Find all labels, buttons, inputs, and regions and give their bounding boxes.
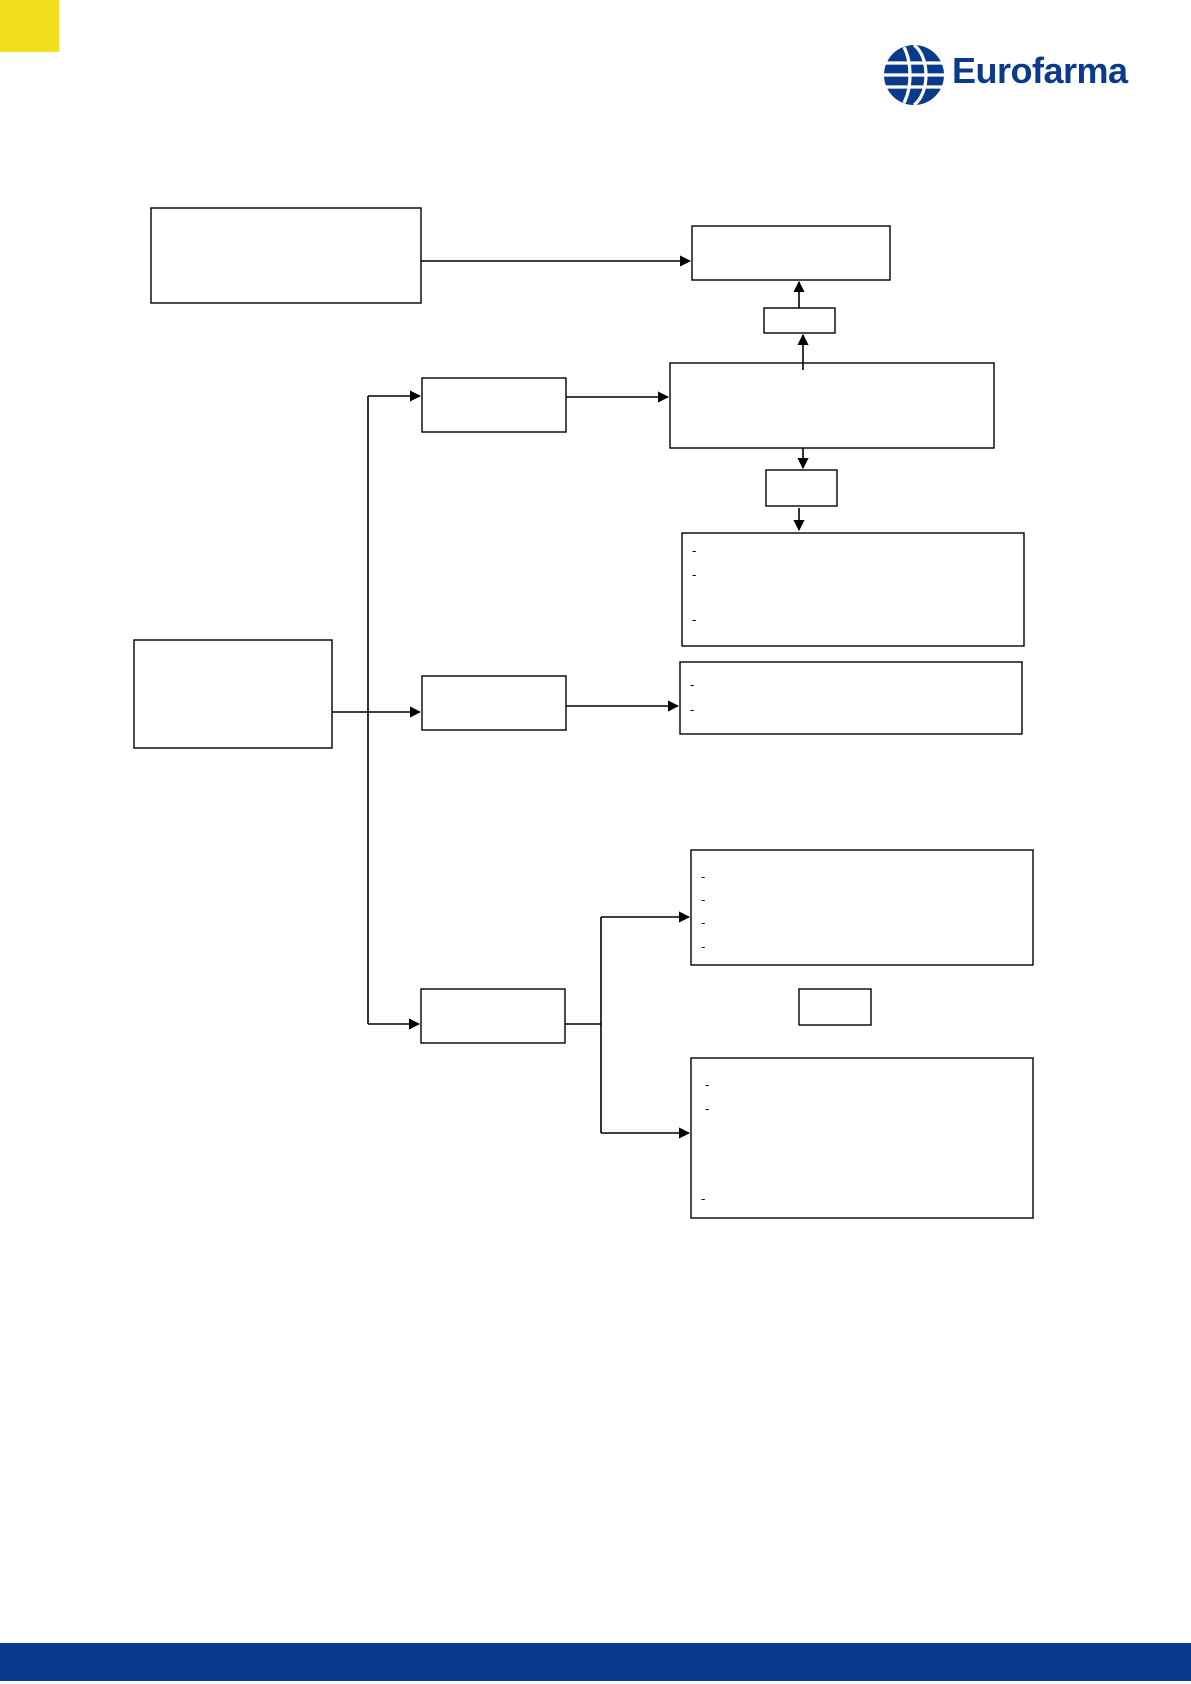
brand-name: Eurofarma bbox=[952, 50, 1128, 91]
list-4-bullet: - bbox=[701, 1191, 706, 1206]
box-connector-lower bbox=[765, 469, 838, 507]
box-top-left bbox=[150, 207, 422, 304]
box-list-2 bbox=[679, 661, 1023, 735]
list-2-bullet: - bbox=[690, 677, 695, 692]
brand-logo: Eurofarma bbox=[882, 40, 1142, 110]
globe-icon bbox=[884, 43, 944, 107]
box-main-left bbox=[133, 639, 333, 749]
list-3-bullet: - bbox=[701, 939, 706, 954]
list-3-bullet: - bbox=[701, 892, 706, 907]
box-connector-upper bbox=[763, 307, 836, 334]
box-center-right bbox=[669, 362, 995, 449]
list-3-bullet: - bbox=[701, 915, 706, 930]
list-1-bullet: - bbox=[692, 612, 697, 627]
list-4-bullet: - bbox=[705, 1077, 710, 1092]
box-list-4 bbox=[690, 1057, 1034, 1219]
box-top-right bbox=[691, 225, 891, 281]
box-branch-1 bbox=[421, 377, 567, 433]
box-branch-3 bbox=[420, 988, 566, 1044]
corner-tab bbox=[0, 0, 59, 52]
list-1-bullet: - bbox=[692, 543, 697, 558]
list-3-bullet: - bbox=[701, 869, 706, 884]
list-4-bullet: - bbox=[705, 1101, 710, 1116]
box-connector-mid bbox=[798, 988, 872, 1026]
box-list-3 bbox=[690, 849, 1034, 966]
footer-bar bbox=[0, 1643, 1191, 1681]
box-list-1 bbox=[681, 532, 1025, 647]
list-2-bullet: - bbox=[690, 702, 695, 717]
box-branch-2 bbox=[421, 675, 567, 731]
list-1-bullet: - bbox=[692, 567, 697, 582]
